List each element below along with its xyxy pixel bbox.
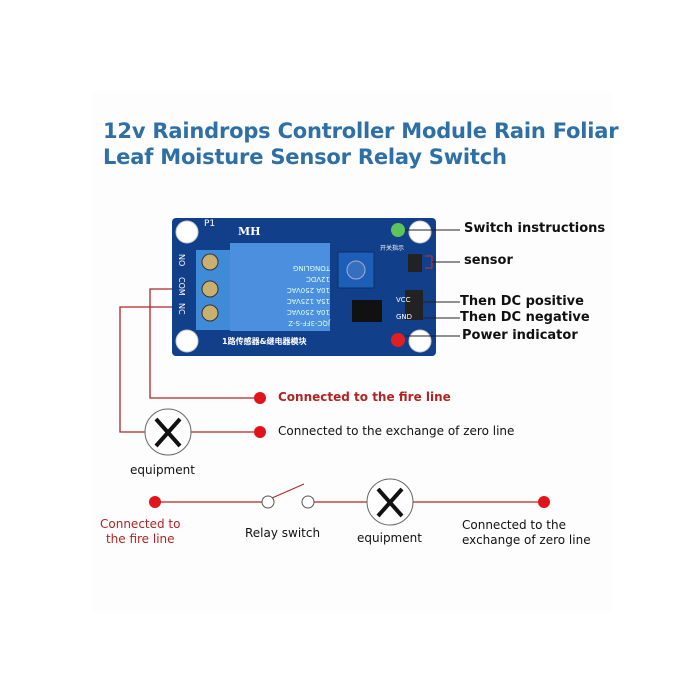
schematic-equipment: equipment — [357, 531, 422, 545]
relay-line: 12VDC — [306, 275, 330, 283]
title-line-1: 12v Raindrops Controller Module Rain Fol… — [103, 119, 619, 143]
relay-line: TONGLING — [292, 264, 330, 272]
equipment-icon — [366, 478, 414, 526]
terminal-label-nc: NC — [177, 303, 186, 315]
equipment-icon — [144, 408, 192, 456]
switch-led — [391, 223, 405, 237]
callout-dc-positive: Then DC positive — [460, 294, 584, 309]
terminal-label-no: NO — [177, 254, 186, 267]
module-name: 1路传感器&继电器模块 — [222, 337, 307, 346]
relay-markings: JQC-3FF-S-Z 10A 250VAC 15A 125VAC 10A 25… — [287, 262, 330, 328]
schematic-fire-line-2: the fire line — [105, 532, 175, 546]
label-zero-line: Connected to the exchange of zero line — [278, 424, 515, 438]
wires — [119, 288, 544, 503]
terminal-dots — [149, 392, 550, 508]
power-led — [391, 333, 405, 347]
title-line-2: Leaf Moisture Sensor Relay Switch — [103, 145, 507, 169]
terminal-label-com: COM — [177, 277, 186, 296]
relay — [230, 243, 330, 331]
callout-switch-instructions: Switch instructions — [464, 221, 606, 236]
schematic-fire-line-1: Connected to — [100, 517, 181, 531]
relay-line: JQC-3FF-S-Z — [288, 319, 330, 327]
pin-vcc: VCC — [396, 296, 411, 304]
label-fire-line: Connected to the fire line — [278, 390, 451, 404]
schematic-fire-line: Connected to the fire line — [100, 517, 180, 547]
relay-module-board — [172, 218, 436, 356]
schematic-zero-line-1: Connected to the — [462, 518, 566, 532]
silk-p1: P1 — [204, 219, 216, 229]
callout-power-indicator: Power indicator — [462, 328, 578, 343]
relay-line: 15A 125VAC — [286, 297, 330, 305]
relay-line: 10A 250VAC — [286, 286, 330, 294]
relay-line: 10A 250VAC — [286, 308, 330, 316]
callout-dc-negative: Then DC negative — [460, 310, 590, 325]
pin-gnd: GND — [396, 313, 413, 321]
callout-sensor: sensor — [464, 253, 513, 268]
page-title: 12v Raindrops Controller Module Rain Fol… — [103, 118, 619, 170]
callout-lines — [405, 229, 460, 337]
schematic-zero-line: Connected to the exchange of zero line — [462, 518, 591, 548]
label-equipment: equipment — [130, 463, 195, 477]
schematic-zero-line-2: exchange of zero line — [462, 533, 591, 547]
silk-mh: MH — [238, 225, 261, 238]
led-label: 开关指示 — [380, 245, 405, 252]
schematic-relay-switch: Relay switch — [245, 526, 321, 540]
switch-contacts — [261, 495, 315, 509]
